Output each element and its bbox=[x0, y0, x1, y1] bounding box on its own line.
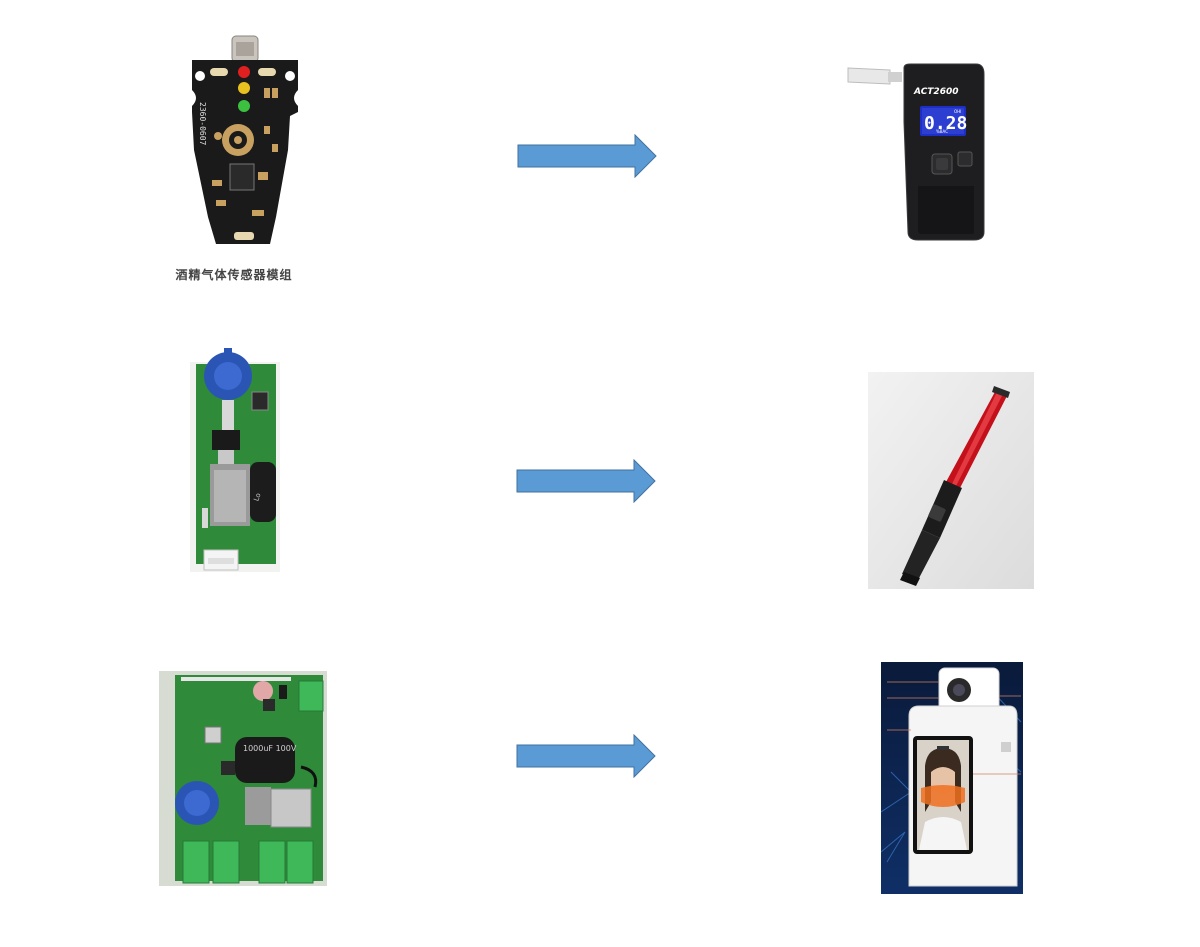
row-2-arrow-icon bbox=[516, 459, 656, 503]
row-2-module-image: Lo bbox=[188, 346, 284, 574]
module-silkscreen-text: 2360-0607 bbox=[198, 102, 207, 146]
row-1-product-image: 0.28 OHI %BAC ACT2600 bbox=[846, 62, 986, 244]
row-1-module-caption: 酒精气体传感器模组 bbox=[175, 268, 293, 282]
row-3-module-image: 1000uF 100V bbox=[159, 671, 327, 886]
face-recognition-alcohol-kiosk-icon bbox=[881, 662, 1023, 894]
red-baton-alcohol-tester-icon bbox=[868, 372, 1034, 589]
capacitor-label: 1000uF 100V bbox=[243, 744, 297, 753]
handheld-breathalyzer-icon: 0.28 OHI %BAC ACT2600 bbox=[847, 63, 985, 241]
breathalyzer-unit-bottom: %BAC bbox=[936, 129, 948, 134]
svg-text:Lo: Lo bbox=[252, 492, 262, 502]
row-3-arrow-icon bbox=[516, 734, 656, 778]
breathalyzer-reading: 0.28 bbox=[924, 113, 967, 134]
breathalyzer-model-label: ACT2600 bbox=[913, 87, 958, 97]
alcohol-sensor-module-board-icon: 2360-0607 bbox=[192, 35, 298, 244]
row-1-arrow-icon bbox=[517, 134, 657, 178]
fuel-cell-control-board-icon: 1000uF 100V bbox=[159, 671, 327, 886]
fuel-cell-sensor-board-icon: Lo bbox=[190, 348, 280, 572]
row-3-product-image bbox=[881, 662, 1023, 894]
breathalyzer-unit-top: OHI bbox=[954, 109, 961, 114]
row-2-product-image bbox=[868, 372, 1034, 589]
row-1-module-image: 2360-0607 bbox=[186, 32, 304, 247]
